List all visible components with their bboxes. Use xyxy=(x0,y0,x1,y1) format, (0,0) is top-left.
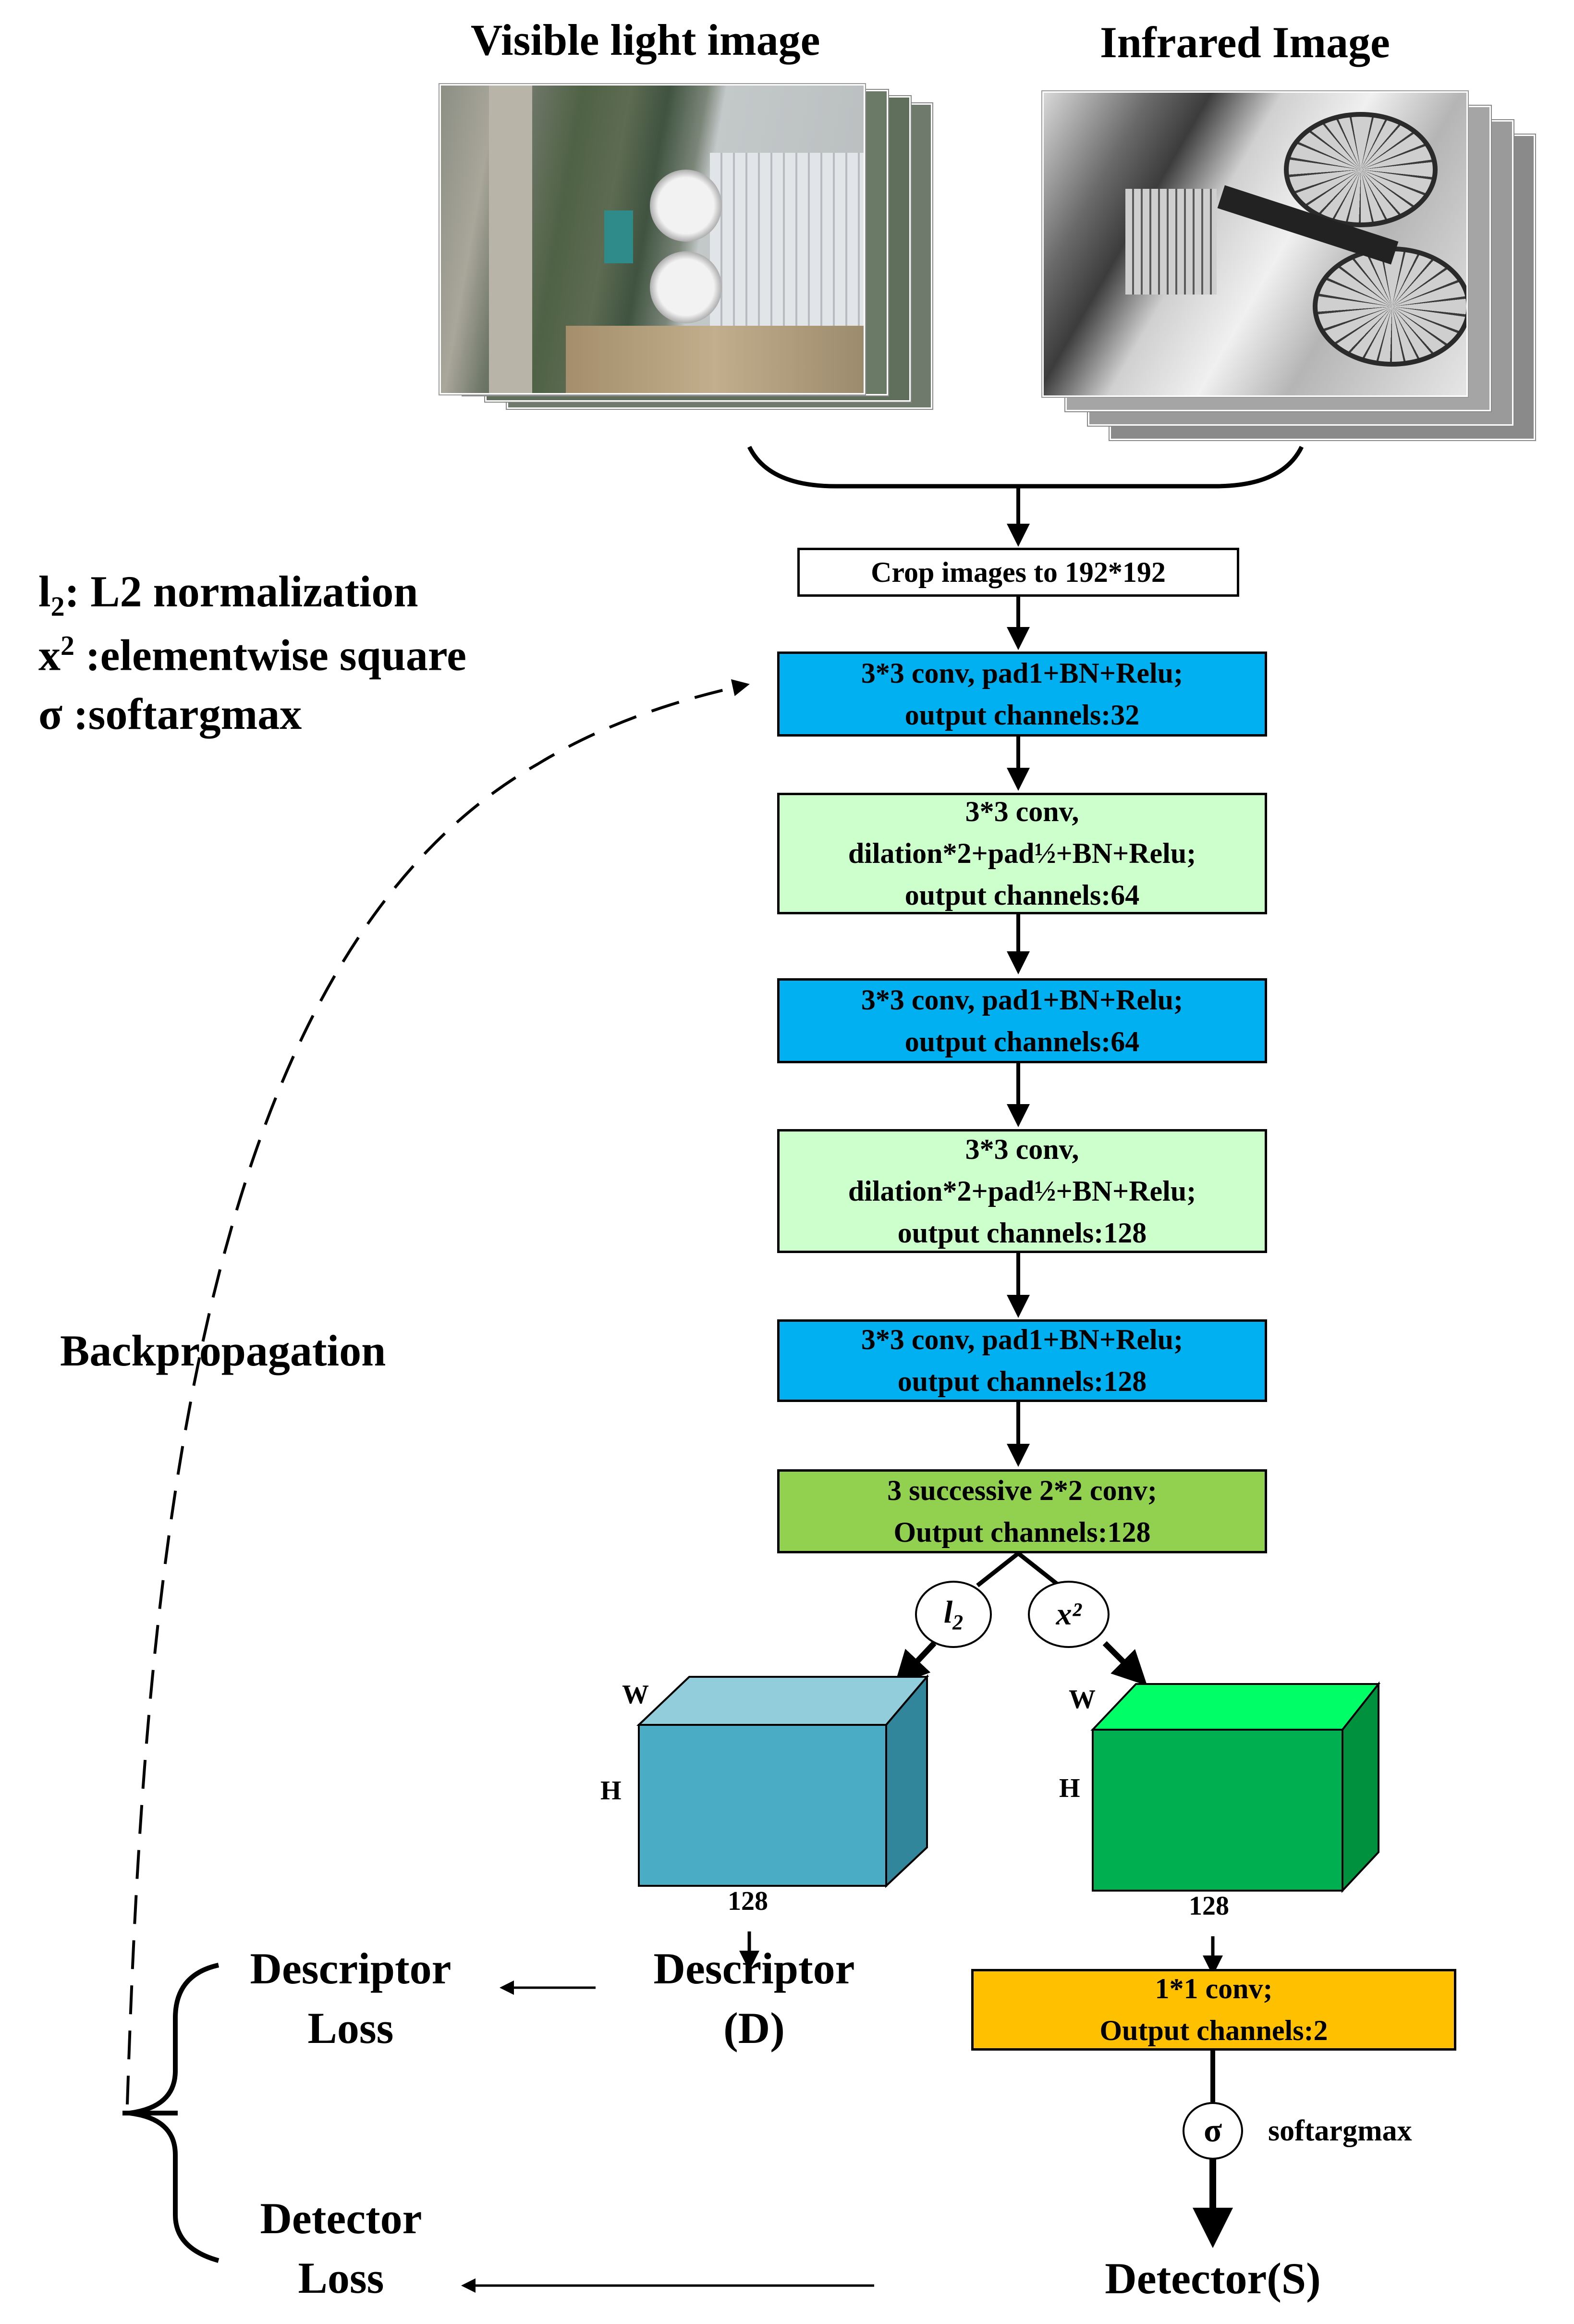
descriptor-output: Descriptor (D) xyxy=(624,1939,884,2058)
descriptor-tensor-w-label: W xyxy=(622,1680,649,1709)
softargmax-node-label: σ xyxy=(1203,2112,1222,2149)
conv1x1-block-line-1: 1*1 conv; xyxy=(1155,1973,1273,2004)
conv-block-5: 3*3 conv, pad1+BN+Relu; output channels:… xyxy=(777,1319,1267,1402)
dilated-conv-block-4-line-1: 3*3 conv, xyxy=(965,1133,1079,1165)
detector-loss-line-1: Detector xyxy=(260,2194,422,2243)
visible-pool xyxy=(604,210,633,263)
l2-norm-node: l2 xyxy=(915,1581,992,1648)
descriptor-tensor-h-label: H xyxy=(600,1776,622,1806)
visible-image-title: Visible light image xyxy=(471,15,820,64)
dilated-conv-block-2-line-1: 3*3 conv, xyxy=(965,796,1079,827)
infrared-aerial-image xyxy=(1042,91,1468,397)
legend-x2-text: :elementwise square xyxy=(74,630,466,680)
detector-output: Detector(S) xyxy=(1105,2254,1321,2303)
conv-block-1: 3*3 conv, pad1+BN+Relu; output channels:… xyxy=(777,652,1267,737)
legend-x2: x2 :elementwise square xyxy=(38,632,466,677)
dilated-conv-block-2-line-3: output channels:64 xyxy=(904,879,1140,911)
detector-cube-top xyxy=(1090,1683,1381,1731)
descriptor-loss-line-2: Loss xyxy=(307,2004,394,2053)
detector-cube-front xyxy=(1092,1729,1343,1892)
legend-l2-text: : L2 normalization xyxy=(64,567,418,616)
visible-image-stack xyxy=(439,84,958,435)
infrared-image-title: Infrared Image xyxy=(1100,18,1390,67)
descriptor-output-line-1: Descriptor xyxy=(653,1944,855,1993)
visible-round-tank-2 xyxy=(650,251,722,323)
conv-block-5-line-1: 3*3 conv, pad1+BN+Relu; xyxy=(861,1324,1184,1355)
backpropagation-label: Backpropagation xyxy=(60,1326,386,1375)
legend-x2-superscript: 2 xyxy=(61,630,74,661)
legend-l2: l2: L2 normalization xyxy=(38,569,418,620)
wire-block6-to-x2 xyxy=(1017,1551,1061,1587)
arrow-l2-to-descriptor-tensor xyxy=(894,1641,937,1686)
dilated-conv-block-4-line-3: output channels:128 xyxy=(897,1217,1147,1249)
infrared-round-tank-1 xyxy=(1284,112,1438,227)
softargmax-node: σ xyxy=(1183,2102,1243,2160)
visible-aerial-image xyxy=(439,84,865,394)
conv-block-3-line-2: output channels:64 xyxy=(904,1025,1140,1057)
conv-block-1-line-2: output channels:32 xyxy=(904,699,1140,731)
detector-loss: Detector Loss xyxy=(216,2189,466,2308)
detector-tensor-h-label: H xyxy=(1059,1773,1080,1803)
legend-l2-subscript: 2 xyxy=(50,590,65,622)
conv-block-5-line-2: output channels:128 xyxy=(897,1365,1147,1397)
detector-tensor-cube xyxy=(1090,1681,1381,1894)
wire-block6-to-l2 xyxy=(976,1551,1020,1587)
descriptor-output-line-2: (D) xyxy=(723,2004,785,2053)
descriptor-loss: Descriptor Loss xyxy=(211,1939,490,2058)
conv1x1-block: 1*1 conv; Output channels:2 xyxy=(971,1969,1456,2051)
dilated-conv-block-2-line-2: dilation*2+pad½+BN+Relu; xyxy=(848,837,1196,869)
conv-block-1-line-1: 3*3 conv, pad1+BN+Relu; xyxy=(861,657,1184,689)
legend-sigma: σ :softargmax xyxy=(38,692,302,736)
successive-conv-block-6: 3 successive 2*2 conv; Output channels:1… xyxy=(777,1469,1267,1553)
dilated-conv-block-4: 3*3 conv, dilation*2+pad½+BN+Relu; outpu… xyxy=(777,1129,1267,1253)
detector-loss-line-2: Loss xyxy=(298,2253,384,2303)
backpropagation-arrow xyxy=(126,679,750,2105)
visible-building-roof xyxy=(710,153,864,326)
descriptor-tensor-c-label: 128 xyxy=(728,1886,768,1916)
detector-tensor-c-label: 128 xyxy=(1189,1891,1229,1921)
l2-norm-node-subscript: 2 xyxy=(952,1611,964,1635)
successive-conv-block-6-line-2: Output channels:128 xyxy=(893,1516,1151,1548)
conv-block-3-line-1: 3*3 conv, pad1+BN+Relu; xyxy=(861,984,1184,1016)
conv1x1-block-line-2: Output channels:2 xyxy=(1099,2015,1328,2046)
descriptor-tensor-cube xyxy=(636,1674,929,1888)
detector-tensor-w-label: W xyxy=(1069,1685,1096,1714)
input-merge-brace xyxy=(747,446,1304,489)
crop-block-text: Crop images to 192*192 xyxy=(871,556,1166,588)
softargmax-label: softargmax xyxy=(1268,2115,1412,2147)
legend-x2-symbol: x xyxy=(38,630,61,680)
dilated-conv-block-4-line-2: dilation*2+pad½+BN+Relu; xyxy=(848,1175,1196,1207)
legend-sigma-symbol: σ xyxy=(38,689,63,738)
l2-norm-node-label: l2 xyxy=(943,1594,964,1635)
conv-block-3: 3*3 conv, pad1+BN+Relu; output channels:… xyxy=(777,978,1267,1063)
infrared-round-tank-2 xyxy=(1313,246,1466,367)
visible-ground-area xyxy=(566,326,864,393)
descriptor-loss-line-1: Descriptor xyxy=(250,1944,451,1993)
legend-sigma-text: :softargmax xyxy=(62,689,302,738)
dilated-conv-block-2: 3*3 conv, dilation*2+pad½+BN+Relu; outpu… xyxy=(777,793,1267,914)
descriptor-cube-front xyxy=(638,1724,887,1887)
visible-road-strip xyxy=(489,86,532,393)
infrared-building-block xyxy=(1125,189,1217,295)
infrared-image-stack xyxy=(1042,91,1551,442)
square-node-label: x² xyxy=(1056,1597,1082,1632)
arrow-x2-to-detector-tensor xyxy=(1102,1641,1147,1686)
visible-round-tank-1 xyxy=(650,170,722,242)
square-node: x² xyxy=(1028,1581,1110,1648)
successive-conv-block-6-line-1: 3 successive 2*2 conv; xyxy=(887,1474,1157,1506)
crop-block: Crop images to 192*192 xyxy=(797,548,1239,597)
legend-l2-symbol: l xyxy=(38,567,51,616)
descriptor-cube-top xyxy=(636,1676,929,1726)
